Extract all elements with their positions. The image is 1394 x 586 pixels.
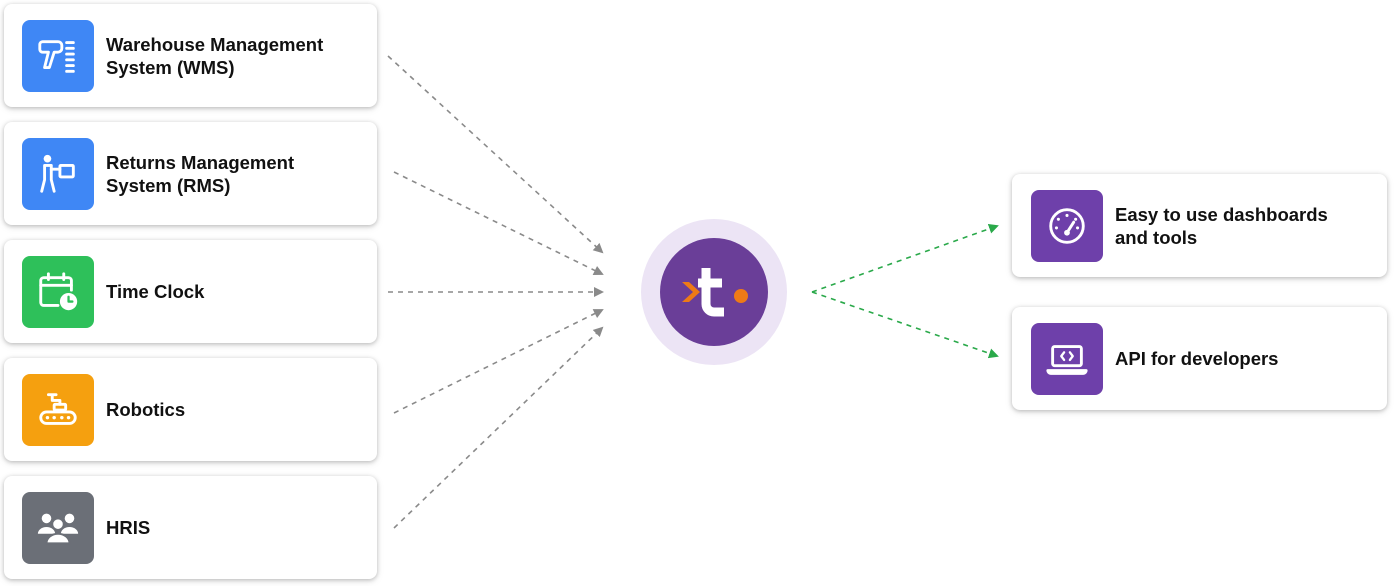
arrow-hub-to-api — [811, 291, 999, 359]
output-card-dashboards: Easy to use dashboards and tools — [1012, 174, 1387, 277]
source-card-timeclock: Time Clock — [4, 240, 377, 343]
arrow-hub-to-dashboards — [811, 223, 999, 293]
output-card-api: API for developers — [1012, 307, 1387, 410]
wms-label-line2: System (WMS) — [106, 56, 235, 78]
laptop-code-icon — [1031, 322, 1103, 395]
robotics-label: Robotics — [106, 399, 186, 420]
rms-label-line1: Returns Management — [106, 151, 295, 173]
tulip-logo-icon — [660, 238, 768, 346]
wms-label-line1: Warehouse Management — [106, 33, 324, 55]
source-card-wms: Warehouse Management System (WMS) — [4, 4, 377, 107]
rms-label-line2: System (RMS) — [106, 174, 231, 196]
arrow-rms-to-hub — [393, 171, 604, 275]
timeclock-label: Time Clock — [106, 281, 205, 302]
conveyor-robot-icon — [22, 373, 94, 446]
api-label: API for developers — [1115, 348, 1279, 369]
source-card-rms: Returns Management System (RMS) — [4, 122, 377, 225]
arrow-hris-to-hub — [393, 326, 604, 529]
source-card-hris: HRIS — [4, 476, 377, 579]
source-card-robotics: Robotics — [4, 358, 377, 461]
dashboard-gauge-icon — [1031, 189, 1103, 262]
calendar-clock-icon — [22, 255, 94, 328]
hris-label: HRIS — [106, 517, 151, 538]
person-carrying-box-icon — [22, 137, 94, 210]
people-group-icon — [22, 491, 94, 564]
arrow-wms-to-hub — [387, 55, 604, 254]
arrow-robotics-to-hub — [393, 309, 604, 414]
barcode-scanner-icon — [22, 19, 94, 92]
dashboards-label-line2: and tools — [1115, 226, 1198, 248]
dashboards-label-line1: Easy to use dashboards — [1115, 203, 1328, 225]
